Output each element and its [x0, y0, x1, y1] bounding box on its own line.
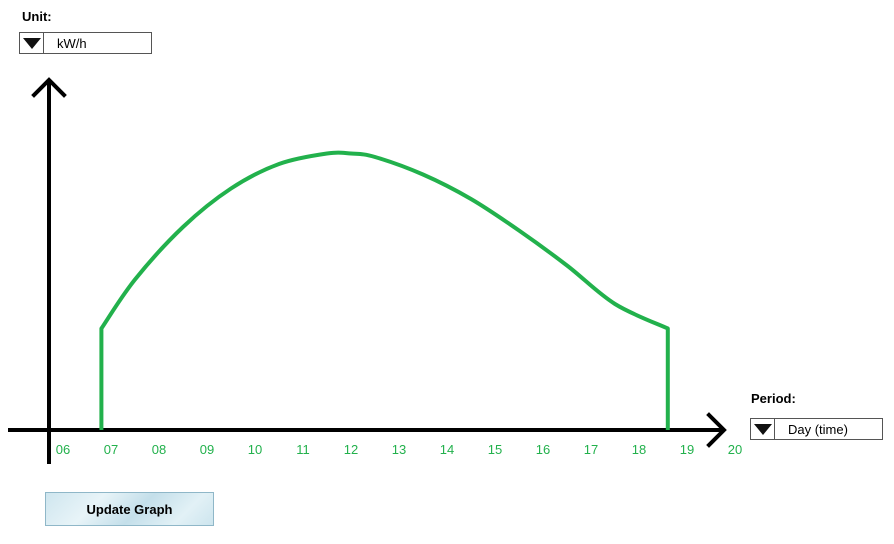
period-select[interactable]: Day (time) [750, 418, 883, 440]
chevron-down-icon [22, 37, 41, 49]
x-tick-labels: 06 07 08 09 10 11 12 13 14 15 16 17 18 19 20 [56, 442, 742, 457]
y-axis-arrowhead [31, 77, 67, 98]
x-tick-label: 09 [200, 442, 214, 457]
series-line [99, 150, 670, 430]
unit-dropdown-toggle[interactable] [20, 33, 44, 53]
x-tick-label: 19 [680, 442, 694, 457]
x-tick-label: 17 [584, 442, 598, 457]
chevron-down-icon [753, 423, 772, 435]
period-select-value: Day (time) [788, 421, 848, 437]
x-tick-label: 10 [248, 442, 262, 457]
x-tick-label: 18 [632, 442, 646, 457]
x-tick-label: 14 [440, 442, 454, 457]
x-tick-label: 06 [56, 442, 70, 457]
period-dropdown-toggle[interactable] [751, 419, 775, 439]
x-tick-label: 12 [344, 442, 358, 457]
x-tick-label: 16 [536, 442, 550, 457]
x-tick-label: 07 [104, 442, 118, 457]
x-tick-label: 13 [392, 442, 406, 457]
x-tick-label: 15 [488, 442, 502, 457]
unit-select[interactable]: kW/h [19, 32, 152, 54]
unit-label: Unit: [22, 9, 52, 24]
x-tick-label: 08 [152, 442, 166, 457]
x-tick-label: 20 [728, 442, 742, 457]
update-graph-button[interactable]: Update Graph [45, 492, 214, 526]
x-axis-arrowhead [706, 412, 727, 448]
unit-select-value: kW/h [57, 35, 87, 51]
x-tick-label: 11 [296, 442, 310, 457]
series-layer [99, 150, 670, 430]
period-label: Period: [751, 391, 796, 406]
